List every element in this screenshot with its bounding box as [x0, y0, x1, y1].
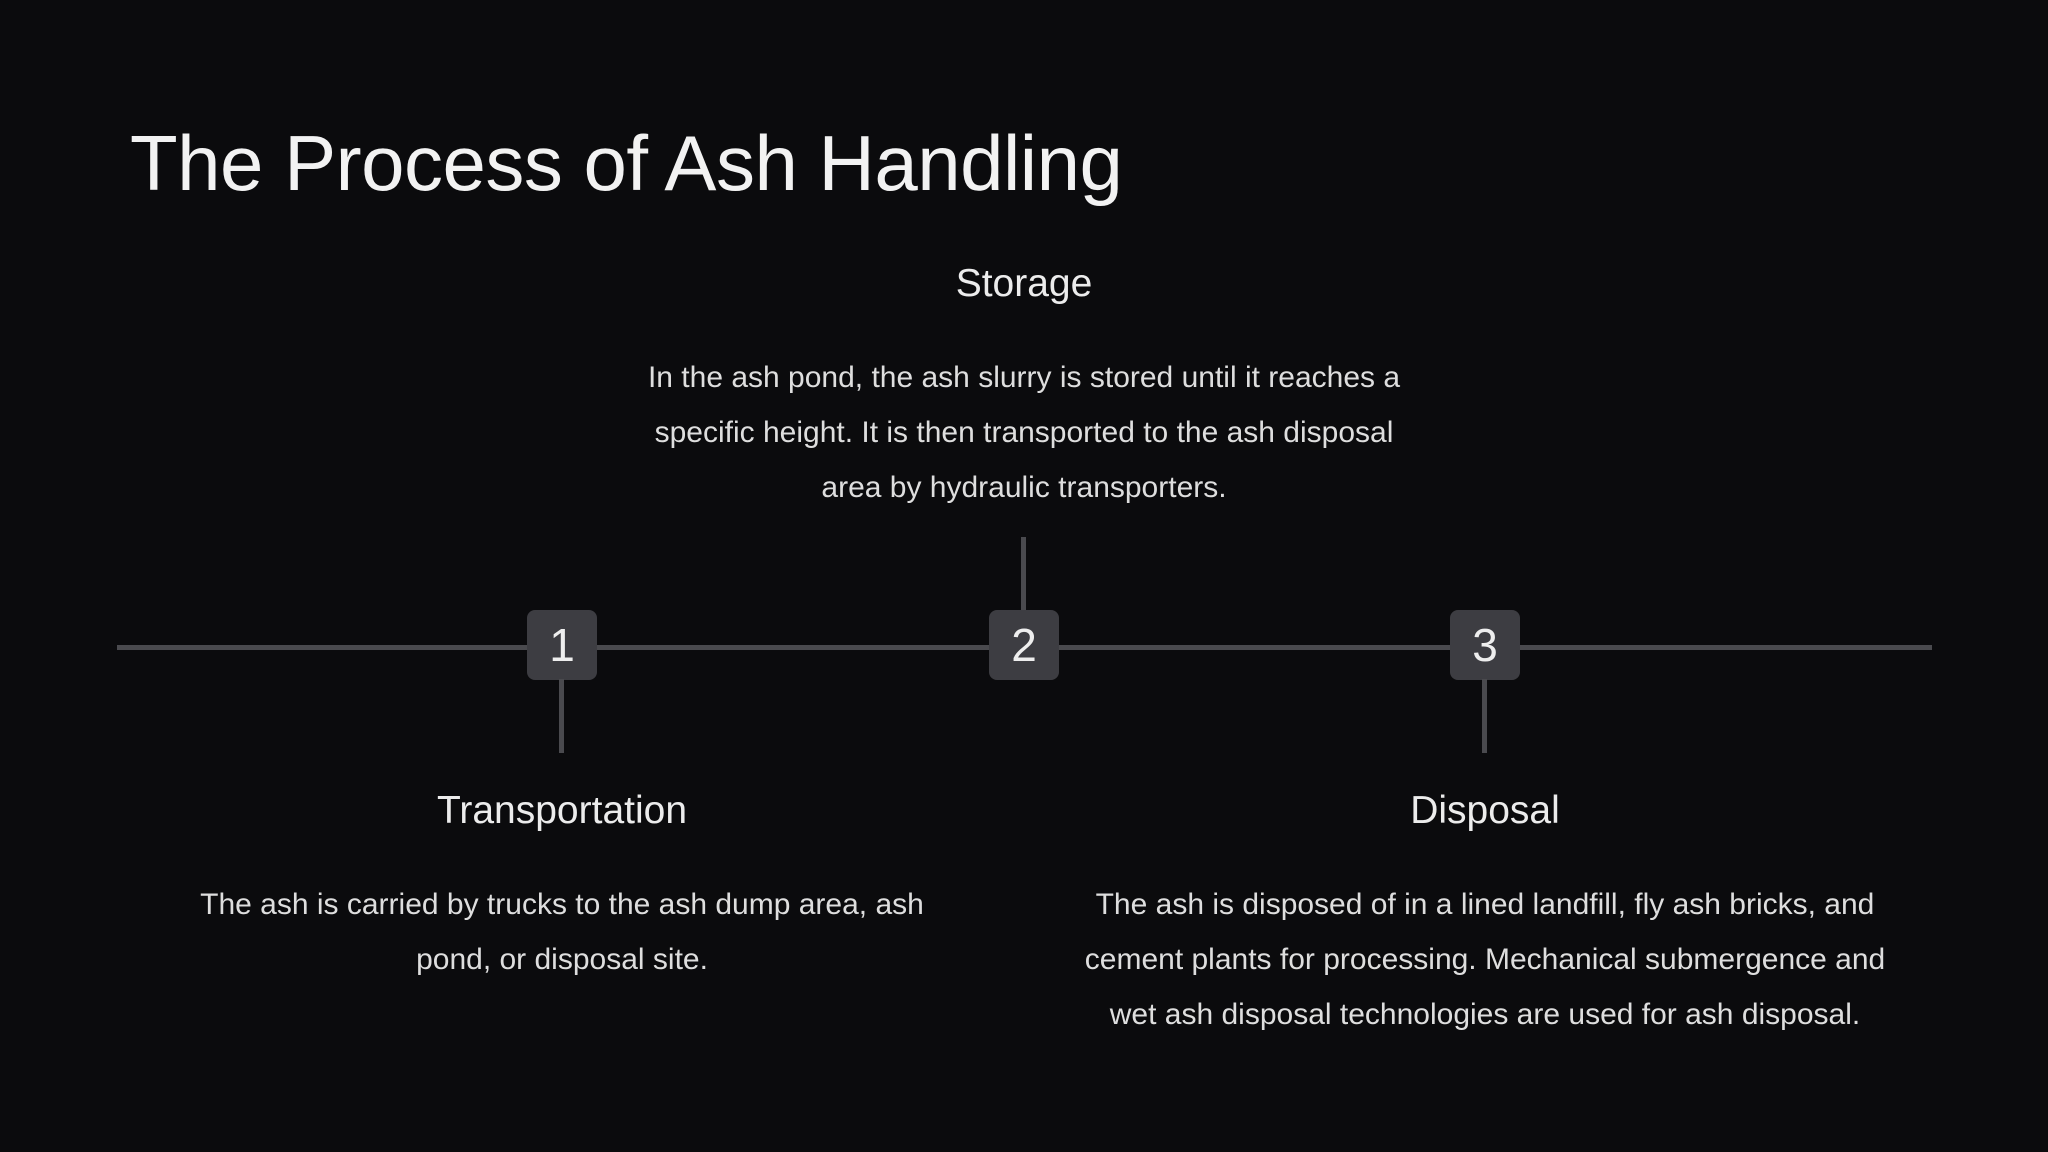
step-2-description: In the ash pond, the ash slurry is store… — [647, 361, 1401, 504]
step-2-title: Storage — [955, 262, 1093, 305]
step-2-connector — [1021, 537, 1026, 611]
step-3-marker: 3 — [1450, 610, 1520, 680]
step-1-marker: 1 — [527, 610, 597, 680]
step-2-marker: 2 — [989, 610, 1059, 680]
step-1-title: Transportation — [436, 789, 688, 832]
step-3-connector — [1482, 679, 1487, 753]
step-1-connector — [559, 679, 564, 753]
step-3-title: Disposal — [1410, 789, 1560, 832]
step-1-description: The ash is carried by trucks to the ash … — [200, 888, 924, 976]
slide-title: The Process of Ash Handling — [130, 119, 1123, 207]
step-3-description: The ash is disposed of in a lined landfi… — [1084, 888, 1886, 1031]
